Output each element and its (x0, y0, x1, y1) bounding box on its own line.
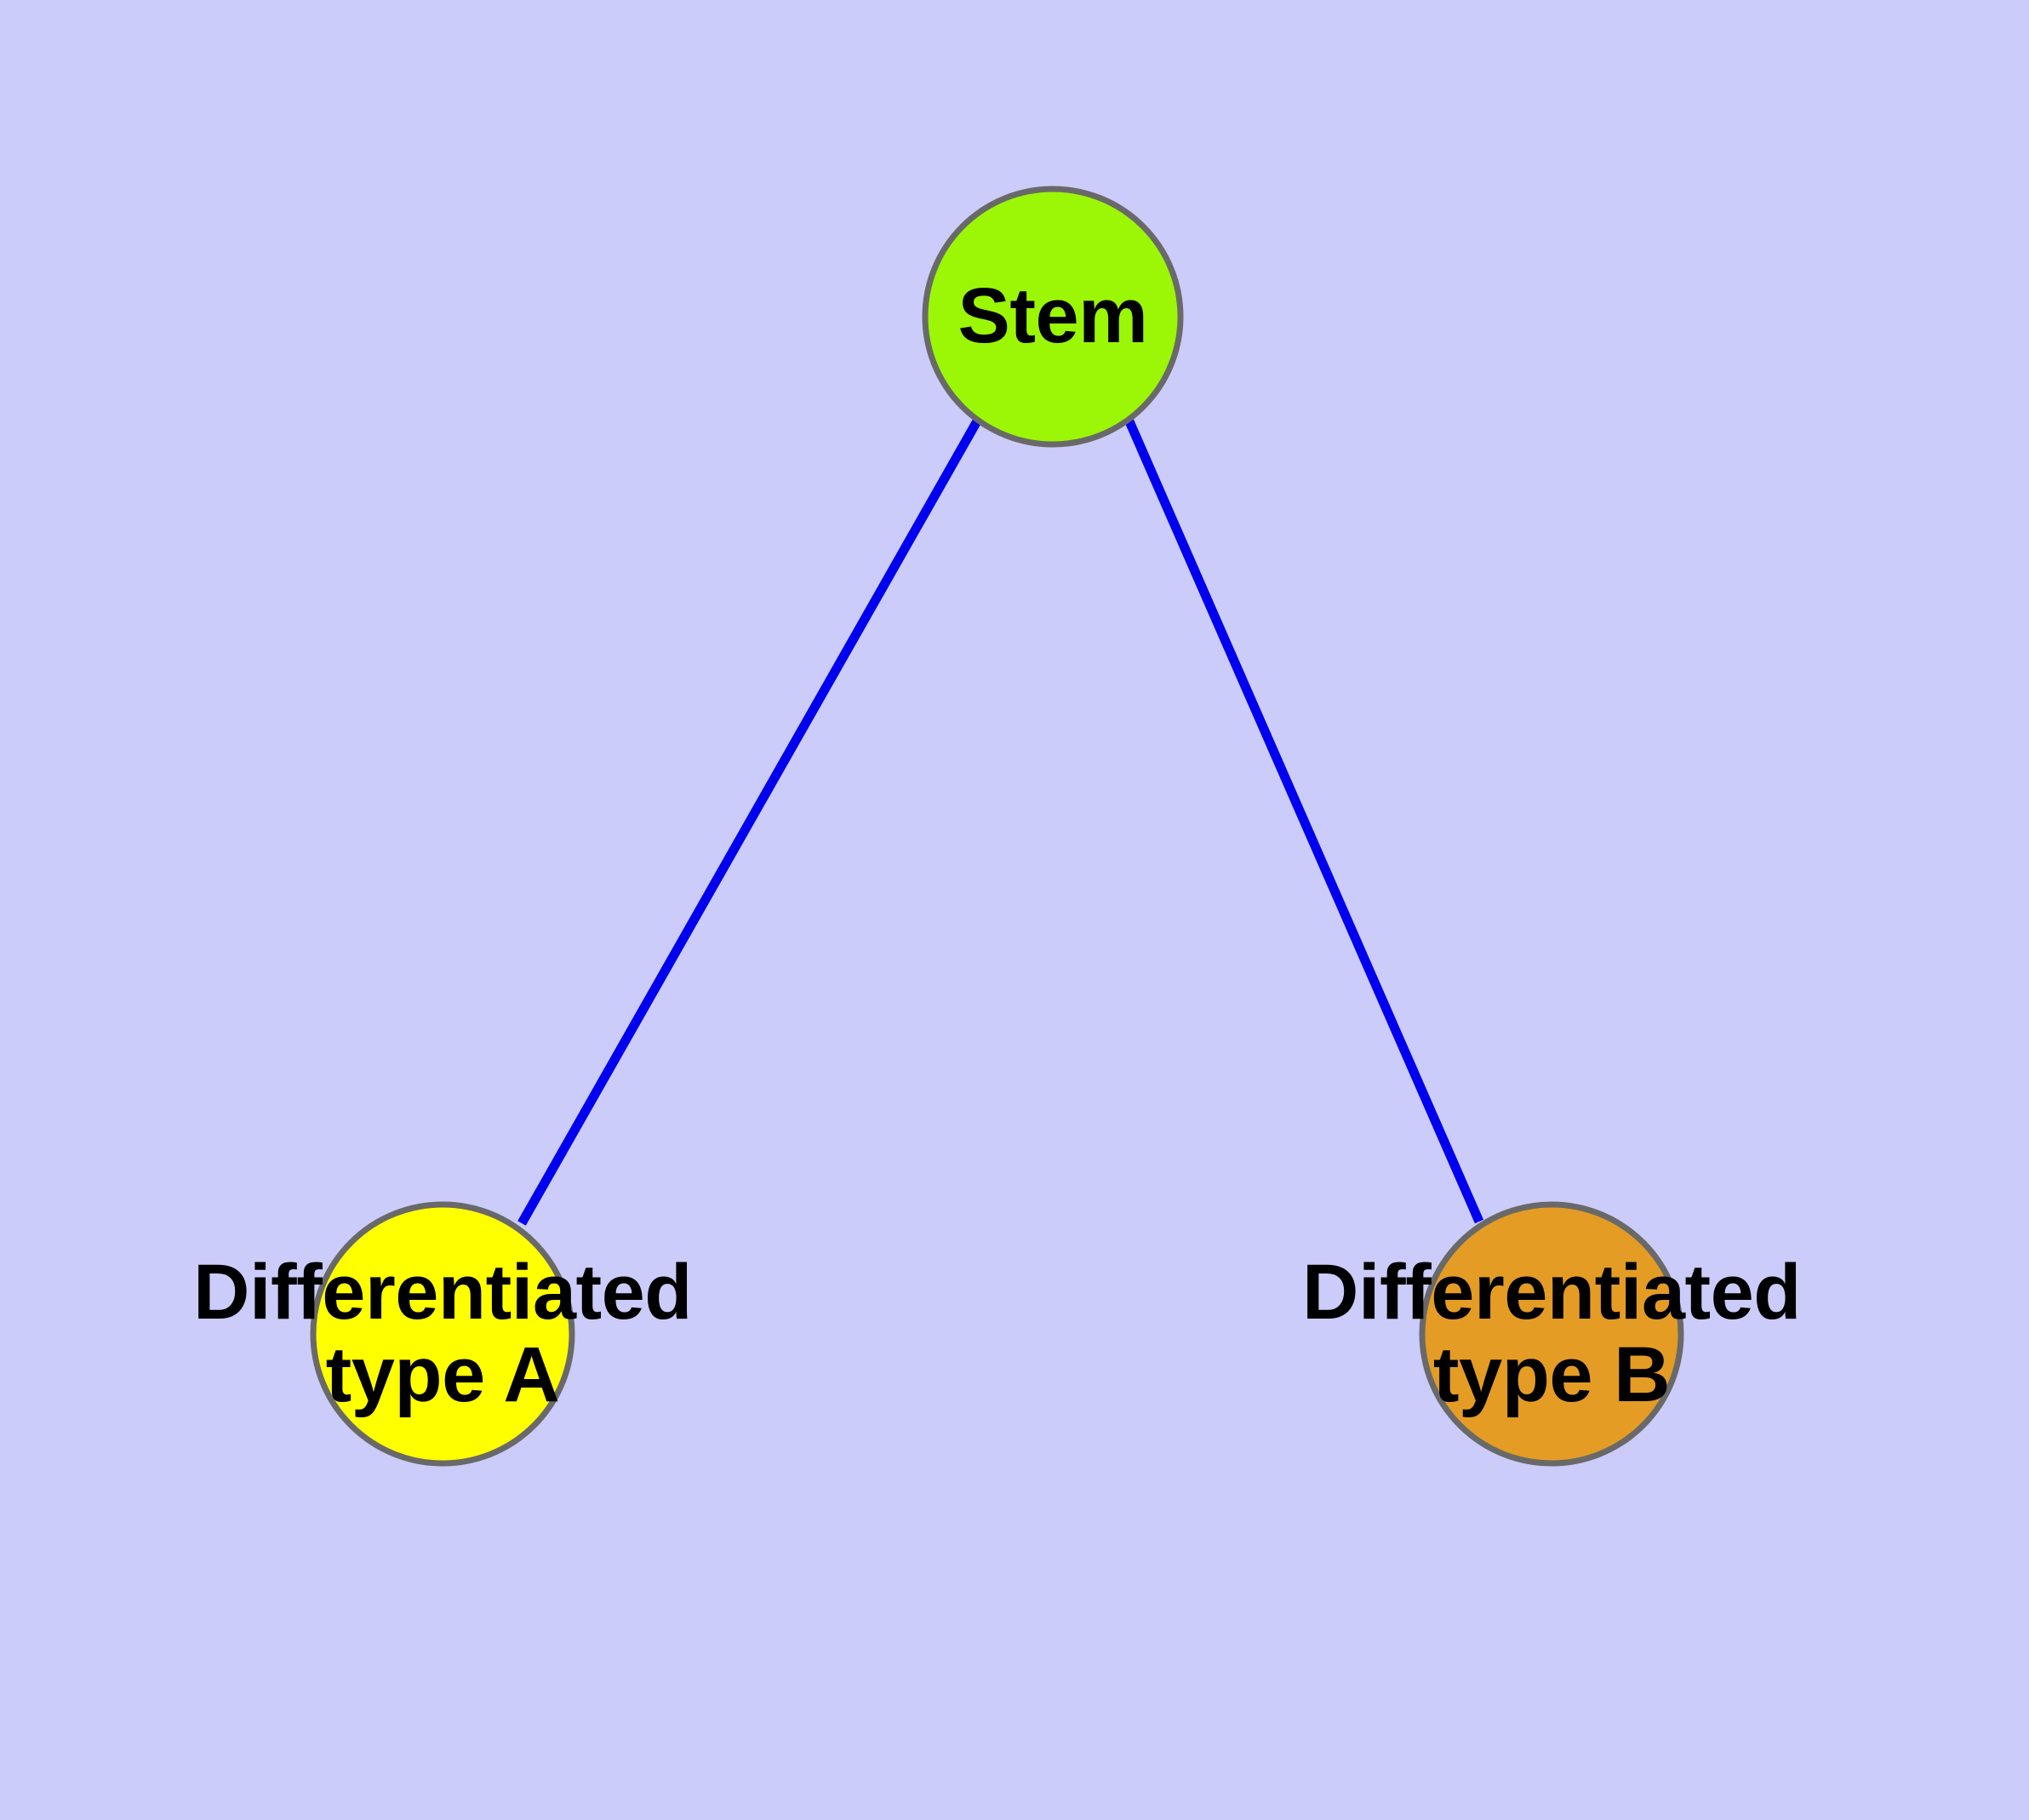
edge-stem-to-differentiated-type-a[interactable] (517, 417, 982, 1226)
node-stem[interactable] (922, 186, 1184, 448)
node-differentiated-type-b[interactable] (1419, 1201, 1684, 1467)
node-differentiated-type-a[interactable] (310, 1201, 575, 1467)
node-layer (310, 186, 1684, 1467)
edge-layer (517, 417, 1484, 1226)
edge-stem-to-differentiated-type-b[interactable] (1124, 419, 1484, 1224)
